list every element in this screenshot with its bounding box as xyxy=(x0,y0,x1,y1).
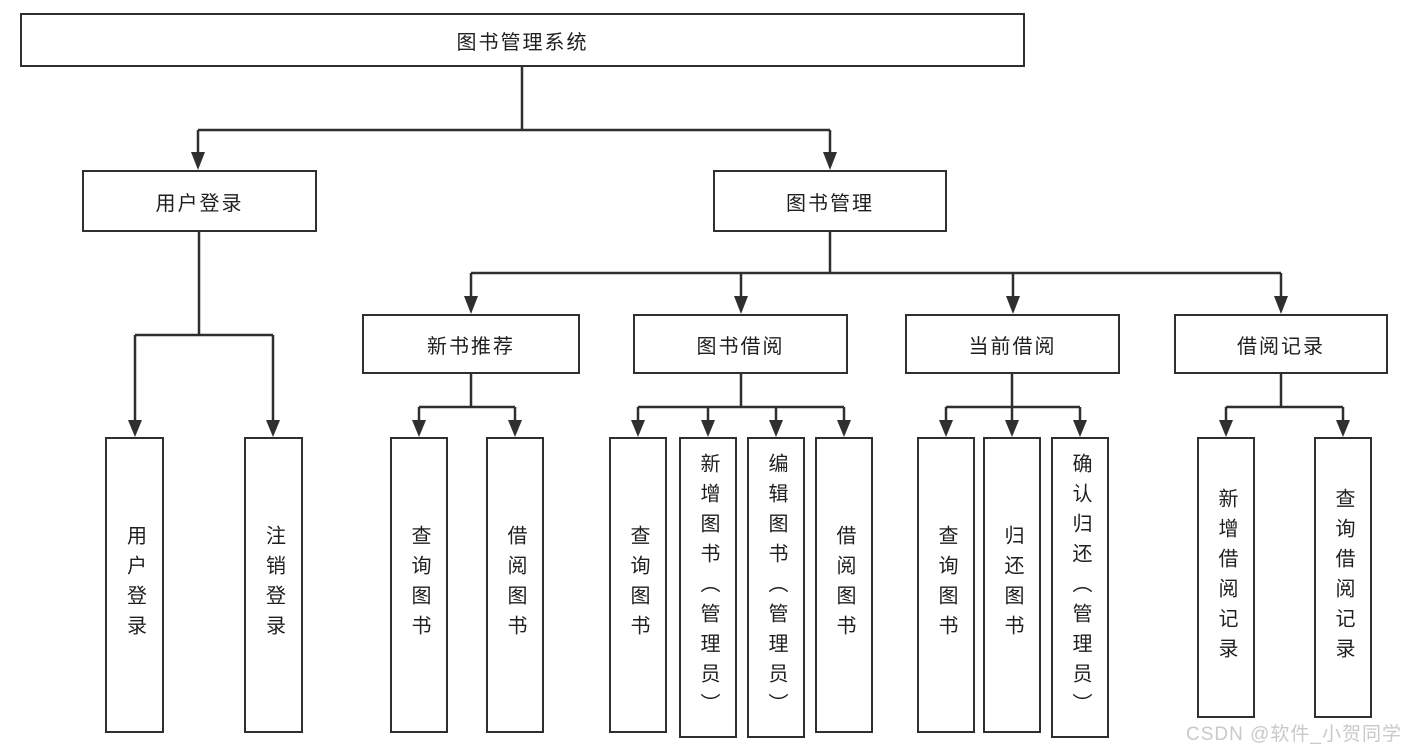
node-book-management-label: 图书管理 xyxy=(786,192,874,215)
leaf-cb-query-book-label: 查询图书 xyxy=(935,525,957,645)
node-root: 图书管理系统 xyxy=(20,13,1025,67)
leaf-br-add-record: 新增借阅记录 xyxy=(1197,437,1255,718)
leaf-nbr-query-book-label: 查询图书 xyxy=(408,525,430,645)
leaf-user-login: 用户登录 xyxy=(105,437,164,733)
node-book-borrow: 图书借阅 xyxy=(633,314,848,374)
node-new-book-recommend-label: 新书推荐 xyxy=(427,335,515,358)
leaf-logout: 注销登录 xyxy=(244,437,303,733)
node-current-borrow-label: 当前借阅 xyxy=(968,335,1057,358)
leaf-user-login-label: 用户登录 xyxy=(123,525,146,645)
node-book-borrow-label: 图书借阅 xyxy=(696,335,785,358)
leaf-cb-confirm-return-admin-label: 确认归还（管理员） xyxy=(1069,452,1091,723)
leaf-br-query-record: 查询借阅记录 xyxy=(1314,437,1372,718)
leaf-nbr-borrow-book: 借阅图书 xyxy=(486,437,544,733)
leaf-cb-query-book: 查询图书 xyxy=(917,437,975,733)
leaf-cb-return-book-label: 归还图书 xyxy=(1001,525,1023,645)
node-user-login: 用户登录 xyxy=(82,170,317,232)
node-borrow-record: 借阅记录 xyxy=(1174,314,1388,374)
leaf-cb-return-book: 归还图书 xyxy=(983,437,1041,733)
node-user-login-label: 用户登录 xyxy=(155,192,244,215)
node-new-book-recommend: 新书推荐 xyxy=(362,314,580,374)
leaf-br-add-record-label: 新增借阅记录 xyxy=(1215,487,1237,668)
leaf-br-query-record-label: 查询借阅记录 xyxy=(1332,487,1354,668)
leaf-cb-confirm-return-admin: 确认归还（管理员） xyxy=(1051,437,1109,738)
leaf-logout-label: 注销登录 xyxy=(262,525,285,645)
leaf-bb-edit-book-admin-label: 编辑图书（管理员） xyxy=(765,452,787,723)
csdn-watermark: CSDN @软件_小贺同学 xyxy=(1186,724,1402,745)
node-borrow-record-label: 借阅记录 xyxy=(1237,335,1325,358)
leaf-bb-edit-book-admin: 编辑图书（管理员） xyxy=(747,437,805,738)
leaf-nbr-borrow-book-label: 借阅图书 xyxy=(504,525,526,645)
node-current-borrow: 当前借阅 xyxy=(905,314,1120,374)
leaf-bb-add-book-admin: 新增图书（管理员） xyxy=(679,437,737,738)
leaf-bb-borrow-book-label: 借阅图书 xyxy=(833,525,855,645)
node-book-management: 图书管理 xyxy=(713,170,947,232)
leaf-nbr-query-book: 查询图书 xyxy=(390,437,448,733)
leaf-bb-add-book-admin-label: 新增图书（管理员） xyxy=(697,452,719,723)
leaf-bb-borrow-book: 借阅图书 xyxy=(815,437,873,733)
leaf-bb-query-book-label: 查询图书 xyxy=(627,525,649,645)
node-root-label: 图书管理系统 xyxy=(456,31,589,54)
arrowheads xyxy=(128,152,1350,437)
leaf-bb-query-book: 查询图书 xyxy=(609,437,667,733)
